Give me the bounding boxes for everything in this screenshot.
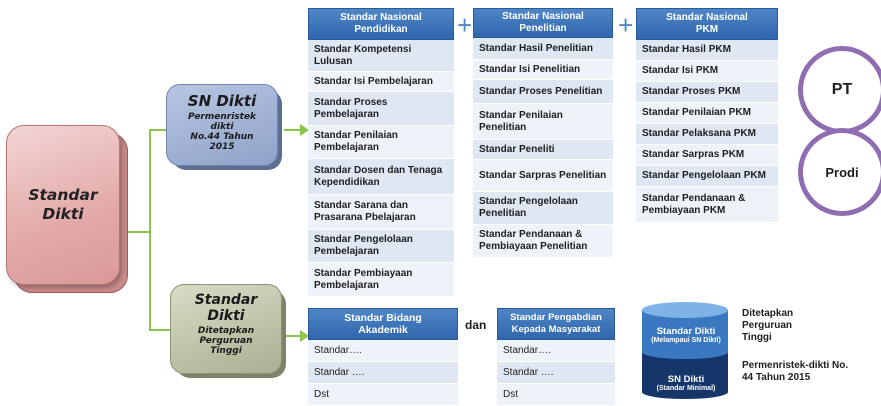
main-block: Standar Dikti bbox=[6, 125, 120, 285]
sn-dikti-sub-line: No.44 Tahun bbox=[190, 132, 254, 142]
list-item: Standar Pembiayaan Pembelajaran bbox=[308, 263, 454, 297]
column-header: Standar Bidang Akademik bbox=[308, 308, 458, 340]
sub-line: Ditetapkan bbox=[197, 326, 255, 336]
sub-line: Perguruan bbox=[199, 336, 253, 346]
list-item: Standar Isi Penelitian bbox=[473, 60, 613, 80]
list-item: Standar Pengelolaan Penelitian bbox=[473, 192, 613, 225]
list-item: Standar…. bbox=[497, 340, 615, 362]
note-ditetapkan-pt: Ditetapkan Perguruan Tinggi bbox=[742, 308, 794, 343]
list-item: Standar Dosen dan Tenaga Kependidikan bbox=[308, 159, 454, 195]
note-permenristek: Permenristek-dikti No. 44 Tahun 2015 bbox=[742, 360, 849, 383]
list-item: Standar Pendanaan & Pembiayaan PKM bbox=[636, 187, 778, 223]
plus-sign: + bbox=[457, 10, 473, 40]
column-header: Standar Nasional PKM bbox=[636, 8, 778, 40]
column-pkm: Standar Nasional PKM Standar Hasil PKM S… bbox=[636, 8, 778, 223]
sn-dikti-sub-line: Permenristek bbox=[187, 112, 257, 122]
pt-circle: PT bbox=[798, 46, 881, 134]
sn-dikti-block: SN Dikti Permenristek dikti No.44 Tahun … bbox=[166, 84, 278, 166]
list-item: Standar Pengelolaan PKM bbox=[636, 166, 778, 187]
list-item: Standar…. bbox=[308, 340, 458, 362]
list-item: Standar …. bbox=[308, 362, 458, 384]
plus-sign: + bbox=[618, 10, 634, 40]
column-header: Standar Nasional Penelitian bbox=[473, 8, 613, 38]
standar-cylinder bbox=[642, 302, 728, 399]
column-akademik: Standar Bidang Akademik Standar…. Standa… bbox=[308, 308, 458, 406]
list-item: Standar Proses Pembelajaran bbox=[308, 92, 454, 126]
column-pendidikan: Standar Nasional Pendidikan Standar Komp… bbox=[308, 8, 454, 297]
main-block-title: Standar Dikti bbox=[28, 186, 98, 223]
list-item: Standar Proses Penelitian bbox=[473, 80, 613, 104]
sn-dikti-sub-line: 2015 bbox=[209, 142, 235, 152]
list-item: Standar Isi Pembelajaran bbox=[308, 72, 454, 92]
standar-dikti-pt-block: Standar Dikti Ditetapkan Perguruan Tingg… bbox=[170, 284, 282, 374]
sn-dikti-title: SN Dikti bbox=[187, 92, 257, 110]
cylinder-top-label: Standar Dikti (Melampaui SN Dikti) bbox=[640, 326, 732, 344]
list-item: Standar Peneliti bbox=[473, 140, 613, 160]
list-item: Standar Pelaksana PKM bbox=[636, 124, 778, 145]
title-line: Dikti bbox=[207, 308, 245, 324]
prodi-circle: Prodi bbox=[798, 128, 881, 216]
column-pengabdian: Standar Pengabdian Kepada Masyarakat Sta… bbox=[497, 308, 615, 406]
cylinder-bottom-label: SN Dikti (Standar Minimal) bbox=[640, 374, 732, 392]
list-item: Standar Penilaian PKM bbox=[636, 103, 778, 124]
list-item: Standar Isi PKM bbox=[636, 61, 778, 82]
and-text: dan bbox=[465, 318, 487, 332]
sn-dikti-subtitle: Permenristek dikti No.44 Tahun 2015 bbox=[167, 112, 277, 152]
cylinder-mid-rim bbox=[642, 345, 728, 359]
title-line: Standar bbox=[194, 292, 258, 308]
list-item: Standar Sarpras Penelitian bbox=[473, 160, 613, 192]
sub-line: Tinggi bbox=[210, 346, 242, 356]
cylinder-top bbox=[642, 302, 728, 318]
column-header: Standar Nasional Pendidikan bbox=[308, 8, 454, 40]
list-item: Standar Sarana dan Prasarana Pbelajaran bbox=[308, 195, 454, 230]
list-item: Standar Pengelolaan Pembelajaran bbox=[308, 230, 454, 263]
cylinder-bottom-title: SN Dikti bbox=[667, 374, 705, 385]
cylinder-top-sub: (Melampaui SN Dikti) bbox=[651, 337, 721, 344]
list-item: Standar Sarpras PKM bbox=[636, 145, 778, 166]
list-item: Standar …. bbox=[497, 362, 615, 384]
list-item: Standar Kompetensi Lulusan bbox=[308, 40, 454, 72]
cylinder-bottom-sub: (Standar Minimal) bbox=[656, 385, 716, 392]
cylinder-base bbox=[642, 385, 728, 399]
column-penelitian: Standar Nasional Penelitian Standar Hasi… bbox=[473, 8, 613, 258]
list-item: Standar Penilaian Penelitian bbox=[473, 104, 613, 140]
list-item: Standar Hasil PKM bbox=[636, 40, 778, 61]
list-item: Standar Pendanaan & Pembiayaan Penelitia… bbox=[473, 225, 613, 258]
standar-dikti-pt-subtitle: Ditetapkan Perguruan Tinggi bbox=[171, 326, 281, 356]
standar-dikti-pt-title: Standar Dikti bbox=[171, 292, 281, 324]
list-item: Standar Penilaian Pembelajaran bbox=[308, 126, 454, 159]
sn-dikti-sub-line: dikti bbox=[210, 122, 234, 132]
column-header: Standar Pengabdian Kepada Masyarakat bbox=[497, 308, 615, 340]
list-item: Standar Hasil Penelitian bbox=[473, 38, 613, 60]
list-item: Standar Proses PKM bbox=[636, 82, 778, 103]
cylinder-top-title: Standar Dikti bbox=[656, 326, 716, 337]
